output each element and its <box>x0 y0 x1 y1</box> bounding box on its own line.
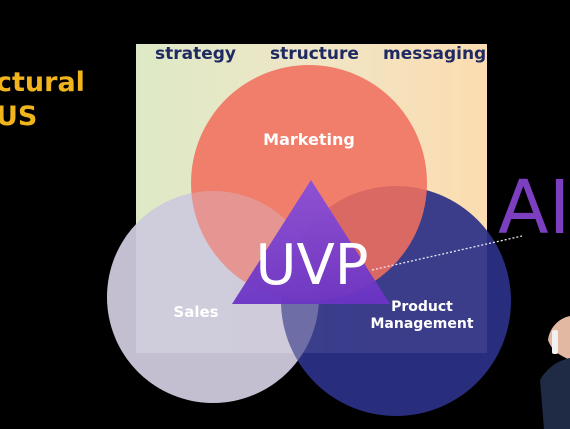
marketing-label: Marketing <box>263 130 355 149</box>
side-heading-line2: US <box>0 101 38 132</box>
side-heading-line1: ctural <box>0 67 85 98</box>
product-label-line2: Management <box>370 316 473 332</box>
column-label-messaging: messaging <box>383 44 487 64</box>
presenter-silhouette <box>540 316 570 429</box>
product-label-line1: Product <box>391 299 453 315</box>
uvp-label: UVP <box>255 233 368 298</box>
marketing-circle <box>191 65 427 301</box>
side-heading: ctural US <box>0 66 85 134</box>
sales-label: Sales <box>173 303 218 321</box>
column-label-structure: structure <box>270 44 359 64</box>
sales-overlay <box>107 191 319 403</box>
column-label-strategy: strategy <box>155 44 237 64</box>
uvp-triangle <box>232 180 390 304</box>
ai-label: AI <box>498 165 570 251</box>
ai-connector-line <box>371 235 523 271</box>
